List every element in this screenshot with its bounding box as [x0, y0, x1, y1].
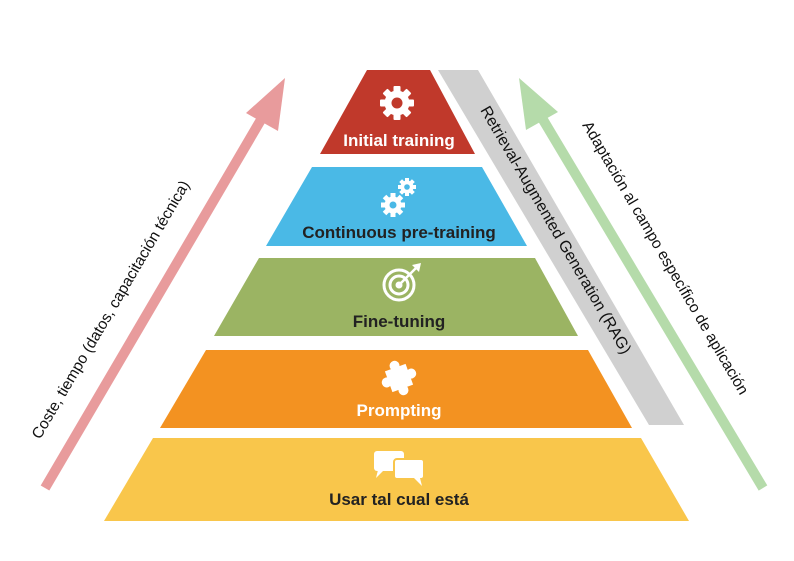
- puzzle-icon: [381, 360, 417, 396]
- rag-band: [438, 70, 684, 425]
- cost-arrow: [40, 78, 285, 491]
- pyramid-level-fine-tuning: Fine-tuning: [214, 258, 578, 336]
- gears-icon: [381, 178, 416, 217]
- pyramid-level-initial-training: Initial training: [320, 70, 475, 154]
- gear-icon: [380, 86, 414, 120]
- adaptation-arrow: [519, 78, 768, 491]
- level-label-prompting: Prompting: [357, 401, 442, 420]
- pyramid-level-prompting: Prompting: [160, 350, 632, 428]
- level-label-continuous-pre-training: Continuous pre-training: [302, 223, 496, 242]
- target-icon: [382, 263, 421, 302]
- pyramid-level-continuous-pre-training: Continuous pre-training: [266, 167, 527, 246]
- cost-arrow-label: Coste, tiempo (datos, capacitación técni…: [29, 178, 194, 442]
- level-label-fine-tuning: Fine-tuning: [353, 312, 446, 331]
- level-label-initial-training: Initial training: [343, 131, 454, 150]
- pyramid-level-usar-tal-cual-esta: Usar tal cual está: [104, 438, 689, 521]
- chat-bubbles-icon: [374, 451, 425, 486]
- adaptation-arrow-label: Adaptación al campo específico de aplica…: [579, 118, 752, 397]
- level-label-usar-tal-cual-esta: Usar tal cual está: [329, 490, 469, 509]
